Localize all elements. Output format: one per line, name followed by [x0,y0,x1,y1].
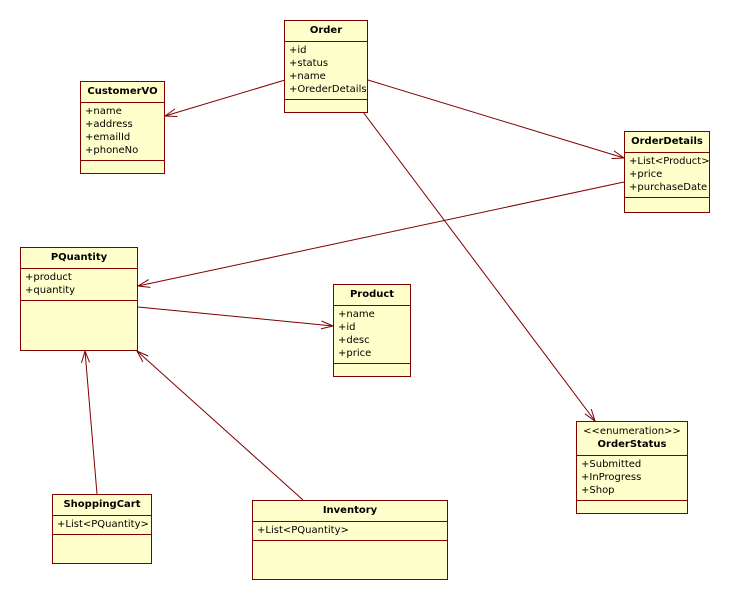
attribute: +id [338,322,356,333]
association-orderdetails-pquantity [137,181,625,287]
class-pquantity[interactable]: PQuantity +product +quantity [20,247,138,351]
class-product[interactable]: Product +name +id +desc +price [333,284,411,377]
attribute: +emailId [85,132,131,143]
attribute-list: +name +id +desc +price [334,306,410,364]
association-order-customervo [164,79,286,117]
class-name: ShoppingCart [63,499,141,510]
class-header: PQuantity [21,248,137,269]
arrowhead-pquantity-from-shoppingcart [81,349,90,364]
attribute-list: +Submitted +InProgress +Shop [577,456,687,501]
attribute-list: +List<PQuantity> [53,516,151,535]
attribute: +id [289,45,307,56]
class-header: Order [285,21,367,42]
attribute: +Submitted [581,459,642,470]
association-order-orderstatus [362,111,596,422]
attribute: +List<PQuantity> [57,519,149,530]
attribute: +List<Product> [629,156,710,167]
class-header: Inventory [253,501,447,522]
attribute-list: +List<Product> +price +purchaseDate [625,153,710,198]
class-shoppingcart[interactable]: ShoppingCart +List<PQuantity> [52,494,152,564]
attribute: +name [338,309,375,320]
class-stereotype: <<enumeration>> [583,426,681,437]
class-orderdetails[interactable]: OrderDetails +List<Product> +price +purc… [624,131,710,213]
attribute: +phoneNo [85,145,139,156]
attribute: +address [85,119,133,130]
class-name: Inventory [322,505,378,516]
attribute-list: +name +address +emailId +phoneNo [81,103,164,161]
class-name: OrderDetails [631,136,703,147]
attribute: +price [629,169,663,180]
class-name: CustomerVO [87,86,158,97]
class-name: PQuantity [50,252,108,263]
attribute: +status [289,58,329,69]
attribute: +InProgress [581,472,642,483]
class-header: <<enumeration>> OrderStatus [577,422,687,456]
class-name: OrderStatus [597,439,667,450]
attribute: +price [338,348,372,359]
association-pquantity-product [137,306,334,327]
class-header: Product [334,285,410,306]
arrowhead-pquantity-from-inventory [135,349,149,363]
association-order-orderdetails [367,79,625,159]
class-header: OrderDetails [625,132,709,153]
class-header: CustomerVO [81,82,164,103]
arrowhead-customervo [163,108,178,117]
association-inventory-pquantity [136,350,304,501]
class-inventory[interactable]: Inventory +List<PQuantity> [252,500,448,580]
class-orderstatus[interactable]: <<enumeration>> OrderStatus +Submitted +… [576,421,688,514]
attribute: +OrederDetails [289,84,367,95]
class-customervo[interactable]: CustomerVO +name +address +emailId +phon… [80,81,165,174]
attribute: +purchaseDate [629,182,708,193]
attribute: +quantity [25,285,76,296]
class-name: Product [349,289,395,300]
attribute: +product [25,272,72,283]
attribute: +name [289,71,326,82]
class-name: Order [309,25,343,36]
attribute-list: +id +status +name +OrederDetails [285,42,367,100]
attribute-list: +List<PQuantity> [253,522,447,541]
class-order[interactable]: Order +id +status +name +OrederDetails [284,20,368,113]
attribute: +Shop [581,485,615,496]
attribute: +name [85,106,122,117]
attribute-list: +product +quantity [21,269,137,301]
attribute: +List<PQuantity> [257,525,349,536]
association-shoppingcart-pquantity [84,350,98,495]
class-header: ShoppingCart [53,495,151,516]
attribute: +desc [338,335,370,346]
arrowhead-pquantity-from-orderdetails [136,279,151,288]
